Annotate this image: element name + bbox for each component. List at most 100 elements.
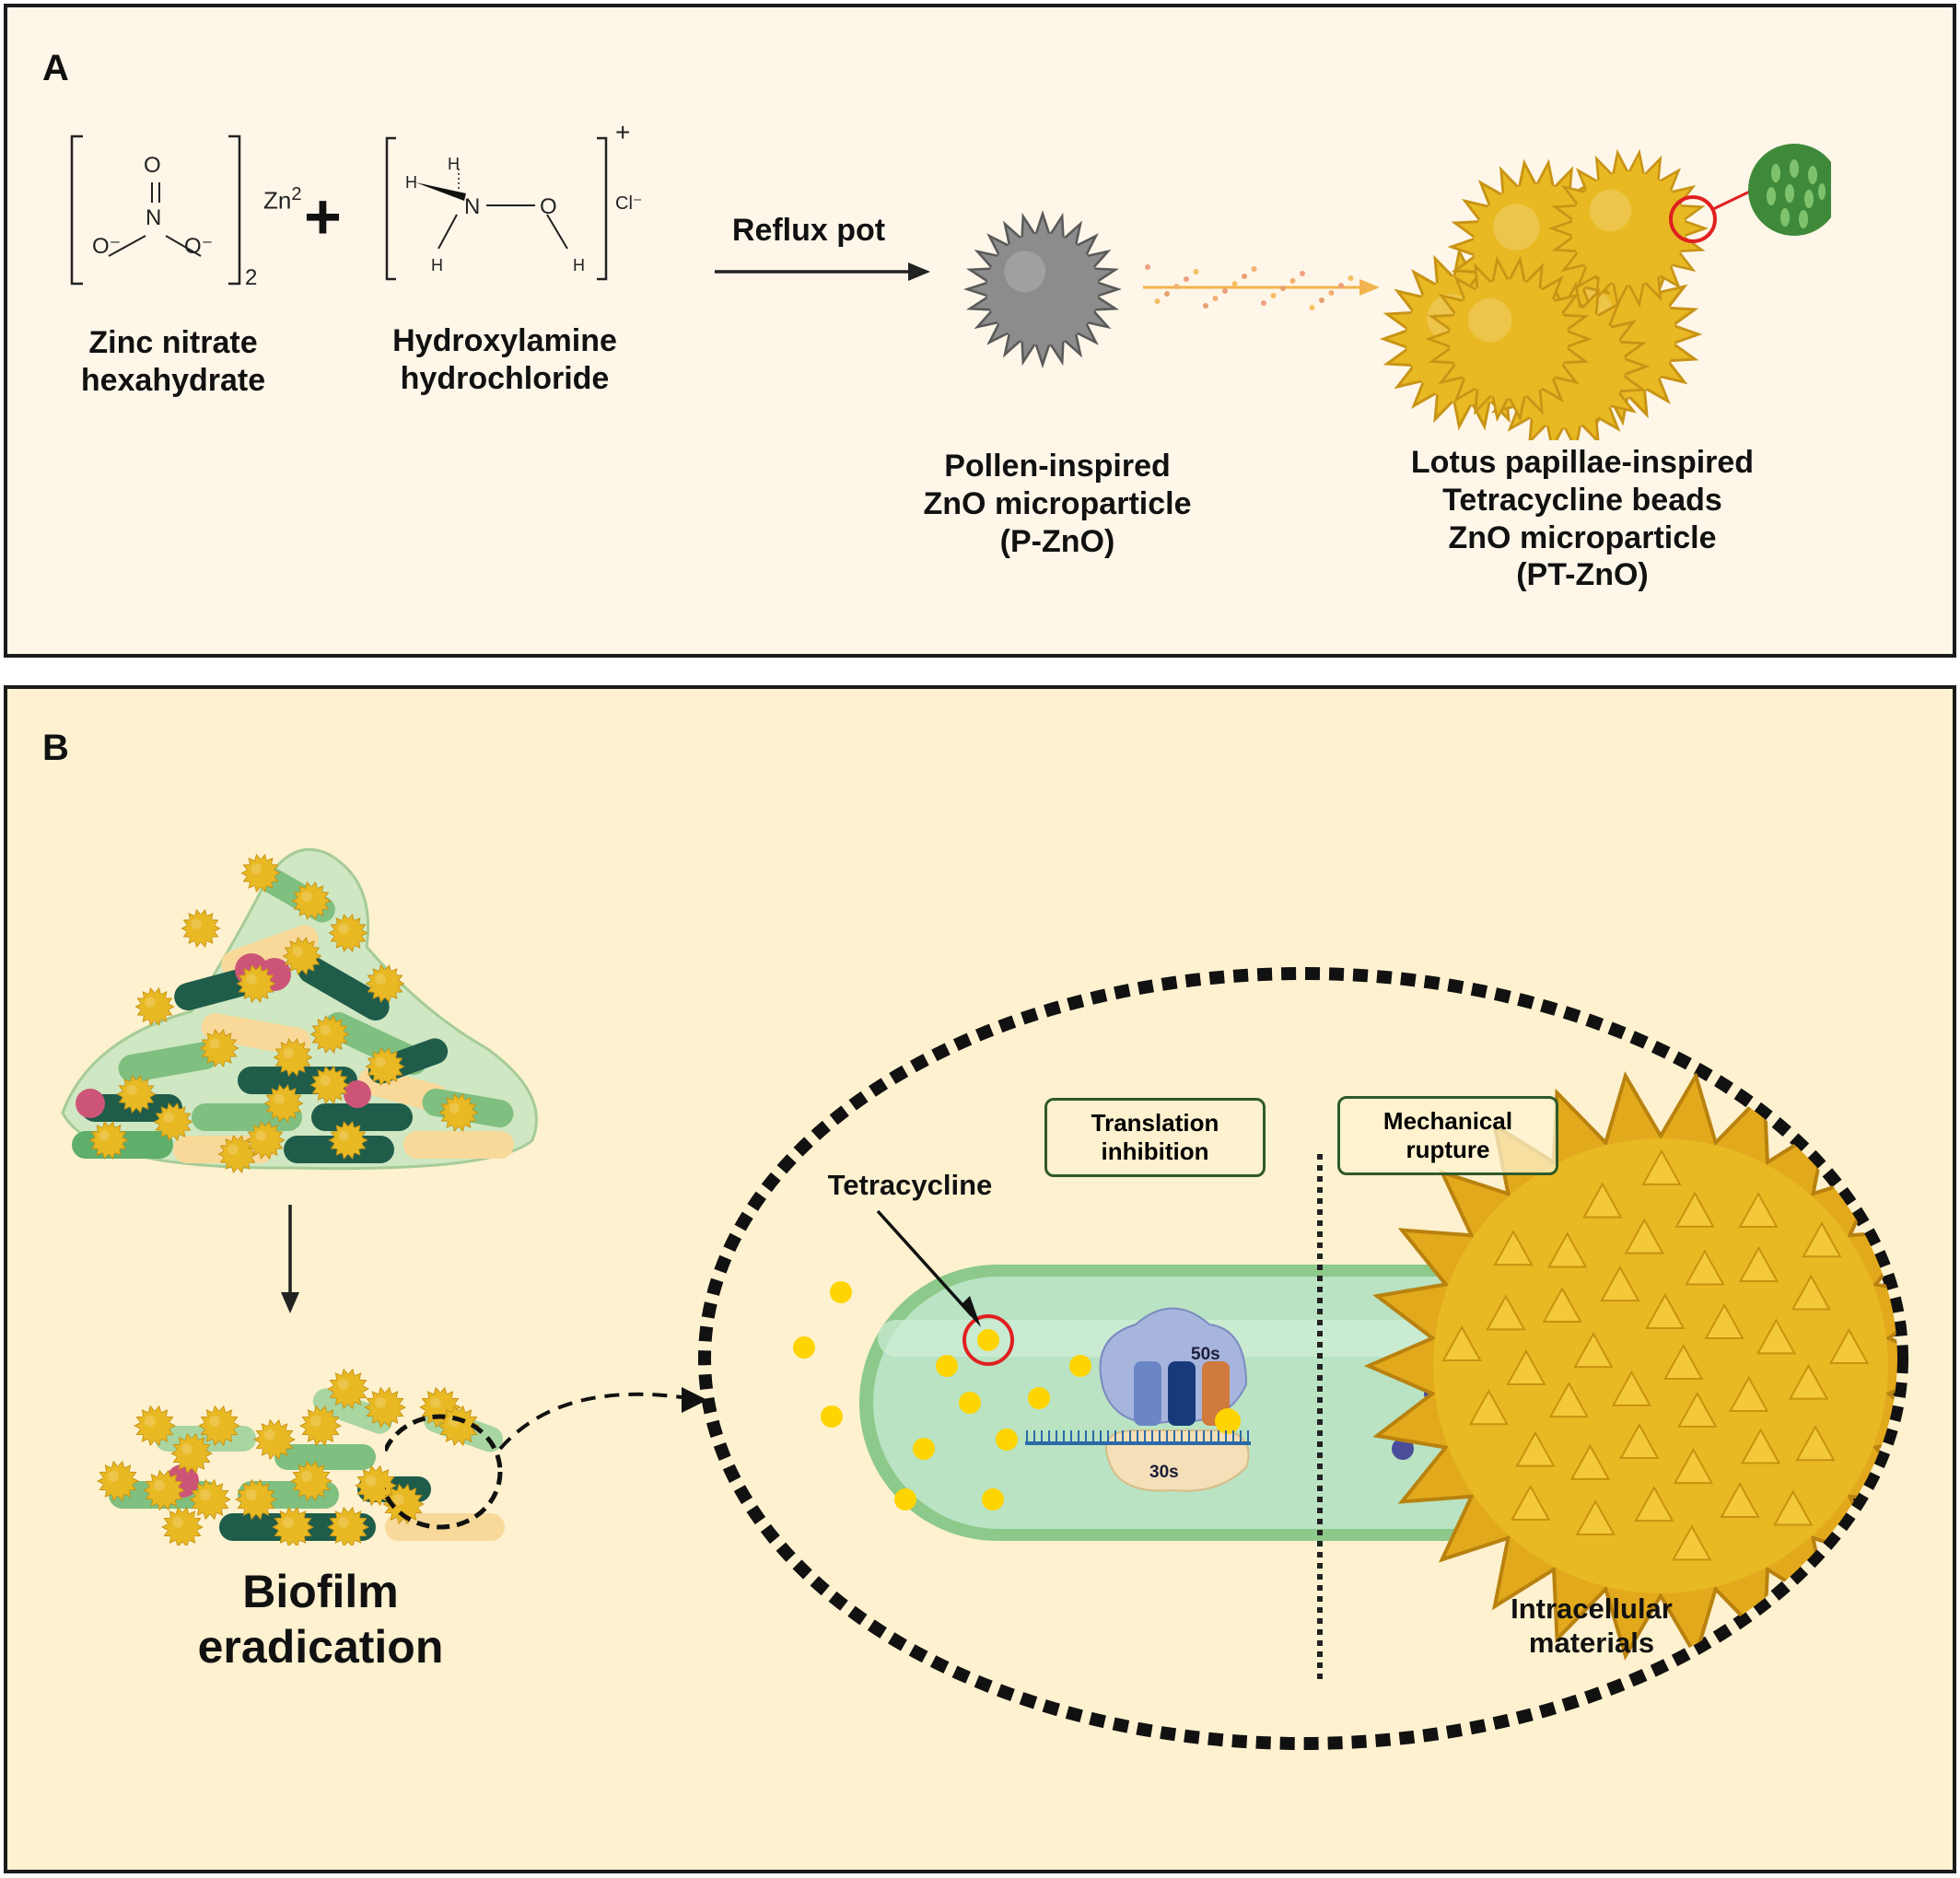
tetracycline-dot (1173, 284, 1180, 289)
tetracycline-dot (1212, 296, 1219, 301)
panel-a-letter: A (42, 48, 69, 88)
zinc-nitrate-structure (70, 134, 241, 286)
ribosome-50s-label: 50s (1191, 1345, 1220, 1364)
tetracycline-dot (1319, 297, 1324, 303)
tetracycline-dot (1242, 274, 1247, 279)
zoom-connector (385, 1387, 707, 1530)
tetracycline-dot (1193, 269, 1199, 274)
tetracycline-molecule (1028, 1387, 1050, 1409)
p-zno-particle (962, 209, 1123, 369)
zno-particle (88, 1120, 129, 1161)
down-arrow (281, 1205, 299, 1313)
reaction-arrow (715, 262, 930, 281)
zno-particle (143, 1469, 185, 1511)
tetracycline-dot (1145, 264, 1150, 270)
zno-particle (245, 1120, 286, 1161)
cation-charge: + (615, 118, 631, 146)
tetracycline-dot (1328, 290, 1335, 296)
zno-particle (365, 1046, 405, 1087)
tetracycline-dot (1154, 298, 1161, 304)
tetracycline-dot (1270, 293, 1277, 298)
nitrate-n: N (146, 205, 162, 230)
tetracycline-pointer (961, 1296, 981, 1327)
panel-a: A O N O⁻ O⁻ 2 Zn2 + H H N O H H + Cl⁻ Zi… (4, 4, 1956, 658)
bacterium-rod (403, 1131, 514, 1159)
bacterium-rod (118, 1042, 219, 1082)
zno-particle (181, 908, 221, 949)
amine-n: N (464, 194, 481, 219)
zno-particle-giant (1363, 1071, 1897, 1661)
zno-particle (438, 1405, 480, 1447)
tetracycline-dot (1203, 303, 1208, 309)
zno-particle (253, 1418, 296, 1461)
pt-zno-bead (1424, 255, 1593, 423)
zno-particle (240, 853, 281, 893)
zno-particle (161, 1506, 204, 1546)
zno-particle (438, 1092, 479, 1133)
tetracycline-dot (1184, 276, 1189, 282)
biofilm-eradicated (97, 1368, 505, 1546)
coccus-cell (76, 1089, 105, 1118)
zno-particle (217, 1134, 258, 1174)
zno-particle (365, 963, 405, 1004)
tetracycline-label: Tetracycline (827, 1169, 993, 1201)
zn-ion: Zn2 (263, 184, 302, 215)
zno-particle (327, 1506, 369, 1546)
bacterium-rod (274, 1444, 376, 1470)
tetracycline-molecule (959, 1392, 981, 1414)
nitrate-o-left: O⁻ (92, 234, 122, 259)
zno-particle (189, 1478, 231, 1521)
p-zno-particle-body (962, 209, 1123, 369)
tetracycline-molecule (821, 1406, 843, 1428)
zno-particle (263, 1083, 304, 1124)
loading-arrow (1143, 264, 1380, 310)
reflux-pot-label: Reflux pot (731, 213, 886, 248)
tetracycline-dot (1338, 283, 1344, 288)
zoom-boundary (698, 967, 1908, 1750)
tetracycline-dot (1289, 278, 1296, 284)
zno-particle (153, 1102, 193, 1142)
zno-particle (97, 1460, 139, 1502)
tetracycline-dot (1300, 271, 1305, 276)
zno-particle (328, 1120, 368, 1161)
ribosome-30s-label: 30s (1149, 1463, 1179, 1482)
tetracycline-molecule (894, 1488, 916, 1511)
zno-particle (299, 1405, 342, 1447)
chloride-ion: Cl⁻ (615, 193, 643, 214)
zno-particle (170, 1432, 213, 1475)
zno-particle (273, 1037, 313, 1078)
surface-zoom-inset (1669, 144, 1831, 243)
tetracycline-dot (1164, 291, 1170, 297)
zno-particle (116, 1074, 157, 1114)
zno-particle (198, 1405, 240, 1447)
trna-site-a (1134, 1361, 1161, 1426)
amine-h-left: H (405, 173, 417, 192)
tetracycline-highlight (962, 1314, 1014, 1366)
hydroxyl-h: H (573, 256, 585, 274)
hydroxyl-o: O (540, 194, 557, 219)
amine-h-bottom: H (431, 256, 443, 274)
tetracycline-molecule (982, 1488, 1004, 1511)
zno-particle (134, 986, 175, 1027)
amine-h-top: H (448, 155, 460, 173)
coccus-cell (344, 1080, 371, 1108)
tetracycline-molecule (936, 1355, 958, 1377)
zno-particle (236, 963, 276, 1004)
tetracycline-molecule (996, 1429, 1018, 1451)
zoomed-cell-view (698, 967, 1908, 1750)
zno-particle (382, 1483, 425, 1525)
hydroxylamine-structure (385, 136, 608, 281)
tetracycline-molecule (793, 1336, 815, 1359)
bacterium-rod (311, 1103, 413, 1131)
tetracycline-dot (1231, 281, 1238, 286)
trna-site-p (1168, 1361, 1196, 1426)
tetracycline-dot (1222, 288, 1228, 294)
tetracycline-dot (1261, 300, 1266, 306)
